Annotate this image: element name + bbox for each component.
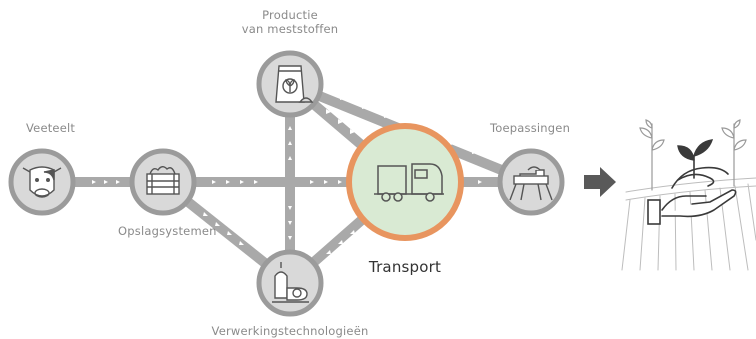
road-arrow xyxy=(116,180,120,184)
road-arrow xyxy=(324,180,328,184)
storage-crate-icon xyxy=(146,166,180,195)
cow-icon xyxy=(22,166,62,198)
output-arrow xyxy=(584,167,616,197)
node-verwerkingstechnologieen[interactable] xyxy=(256,249,324,317)
road-arrow xyxy=(288,141,292,145)
hand-with-plant-icon xyxy=(621,119,756,271)
road-arrow xyxy=(288,156,292,160)
road-arrow xyxy=(226,180,230,184)
road-arrow xyxy=(212,180,216,184)
road-arrow xyxy=(362,105,367,109)
fertilizer-bag-icon xyxy=(275,65,314,103)
node-opslagsystemen[interactable] xyxy=(129,148,197,216)
road-arrow xyxy=(104,180,108,184)
spreader-tractor-icon xyxy=(509,166,553,201)
road-arrow xyxy=(240,180,244,184)
road-arrow xyxy=(288,221,292,225)
node-veeteelt[interactable] xyxy=(8,148,76,216)
road-arrow xyxy=(203,212,208,216)
road-arrow xyxy=(450,141,455,145)
processing-tank-icon xyxy=(272,262,309,303)
node-transport[interactable] xyxy=(346,123,464,241)
road-arrow xyxy=(326,250,331,254)
label-transport: Transport xyxy=(368,258,442,276)
road-arrow xyxy=(340,96,345,100)
road-arrow xyxy=(288,206,292,210)
road-arrow xyxy=(338,119,343,124)
node-productie[interactable] xyxy=(256,50,324,118)
label-productie-line2: van meststoffen xyxy=(241,22,339,36)
road-arrow xyxy=(288,126,292,130)
label-productie: Productie van meststoffen xyxy=(238,8,342,36)
road-arrow xyxy=(92,180,96,184)
road-arrow xyxy=(338,240,343,244)
road-arrow xyxy=(472,150,477,154)
road-arrow xyxy=(288,236,292,240)
road-arrow xyxy=(384,114,389,118)
road-arrow xyxy=(227,231,232,235)
label-veeteelt: Veeteelt xyxy=(26,121,76,135)
node-toepassingen[interactable] xyxy=(497,148,565,216)
label-verwerkingstechnologieen: Verwerkingstechnologieën xyxy=(211,324,369,338)
road-arrow xyxy=(350,230,355,234)
road-arrow xyxy=(326,109,331,114)
label-opslagsystemen: Opslagsystemen xyxy=(118,224,217,238)
road-arrow xyxy=(254,180,258,184)
road-arrow xyxy=(310,180,314,184)
road-arrow xyxy=(338,180,342,184)
road-arrow xyxy=(215,222,220,226)
road-arrow xyxy=(350,129,355,134)
road-arrow xyxy=(239,241,244,245)
truck-icon xyxy=(374,163,444,202)
road-arrow xyxy=(478,180,482,184)
label-toepassingen: Toepassingen xyxy=(490,121,571,135)
label-productie-line1: Productie xyxy=(262,8,318,22)
